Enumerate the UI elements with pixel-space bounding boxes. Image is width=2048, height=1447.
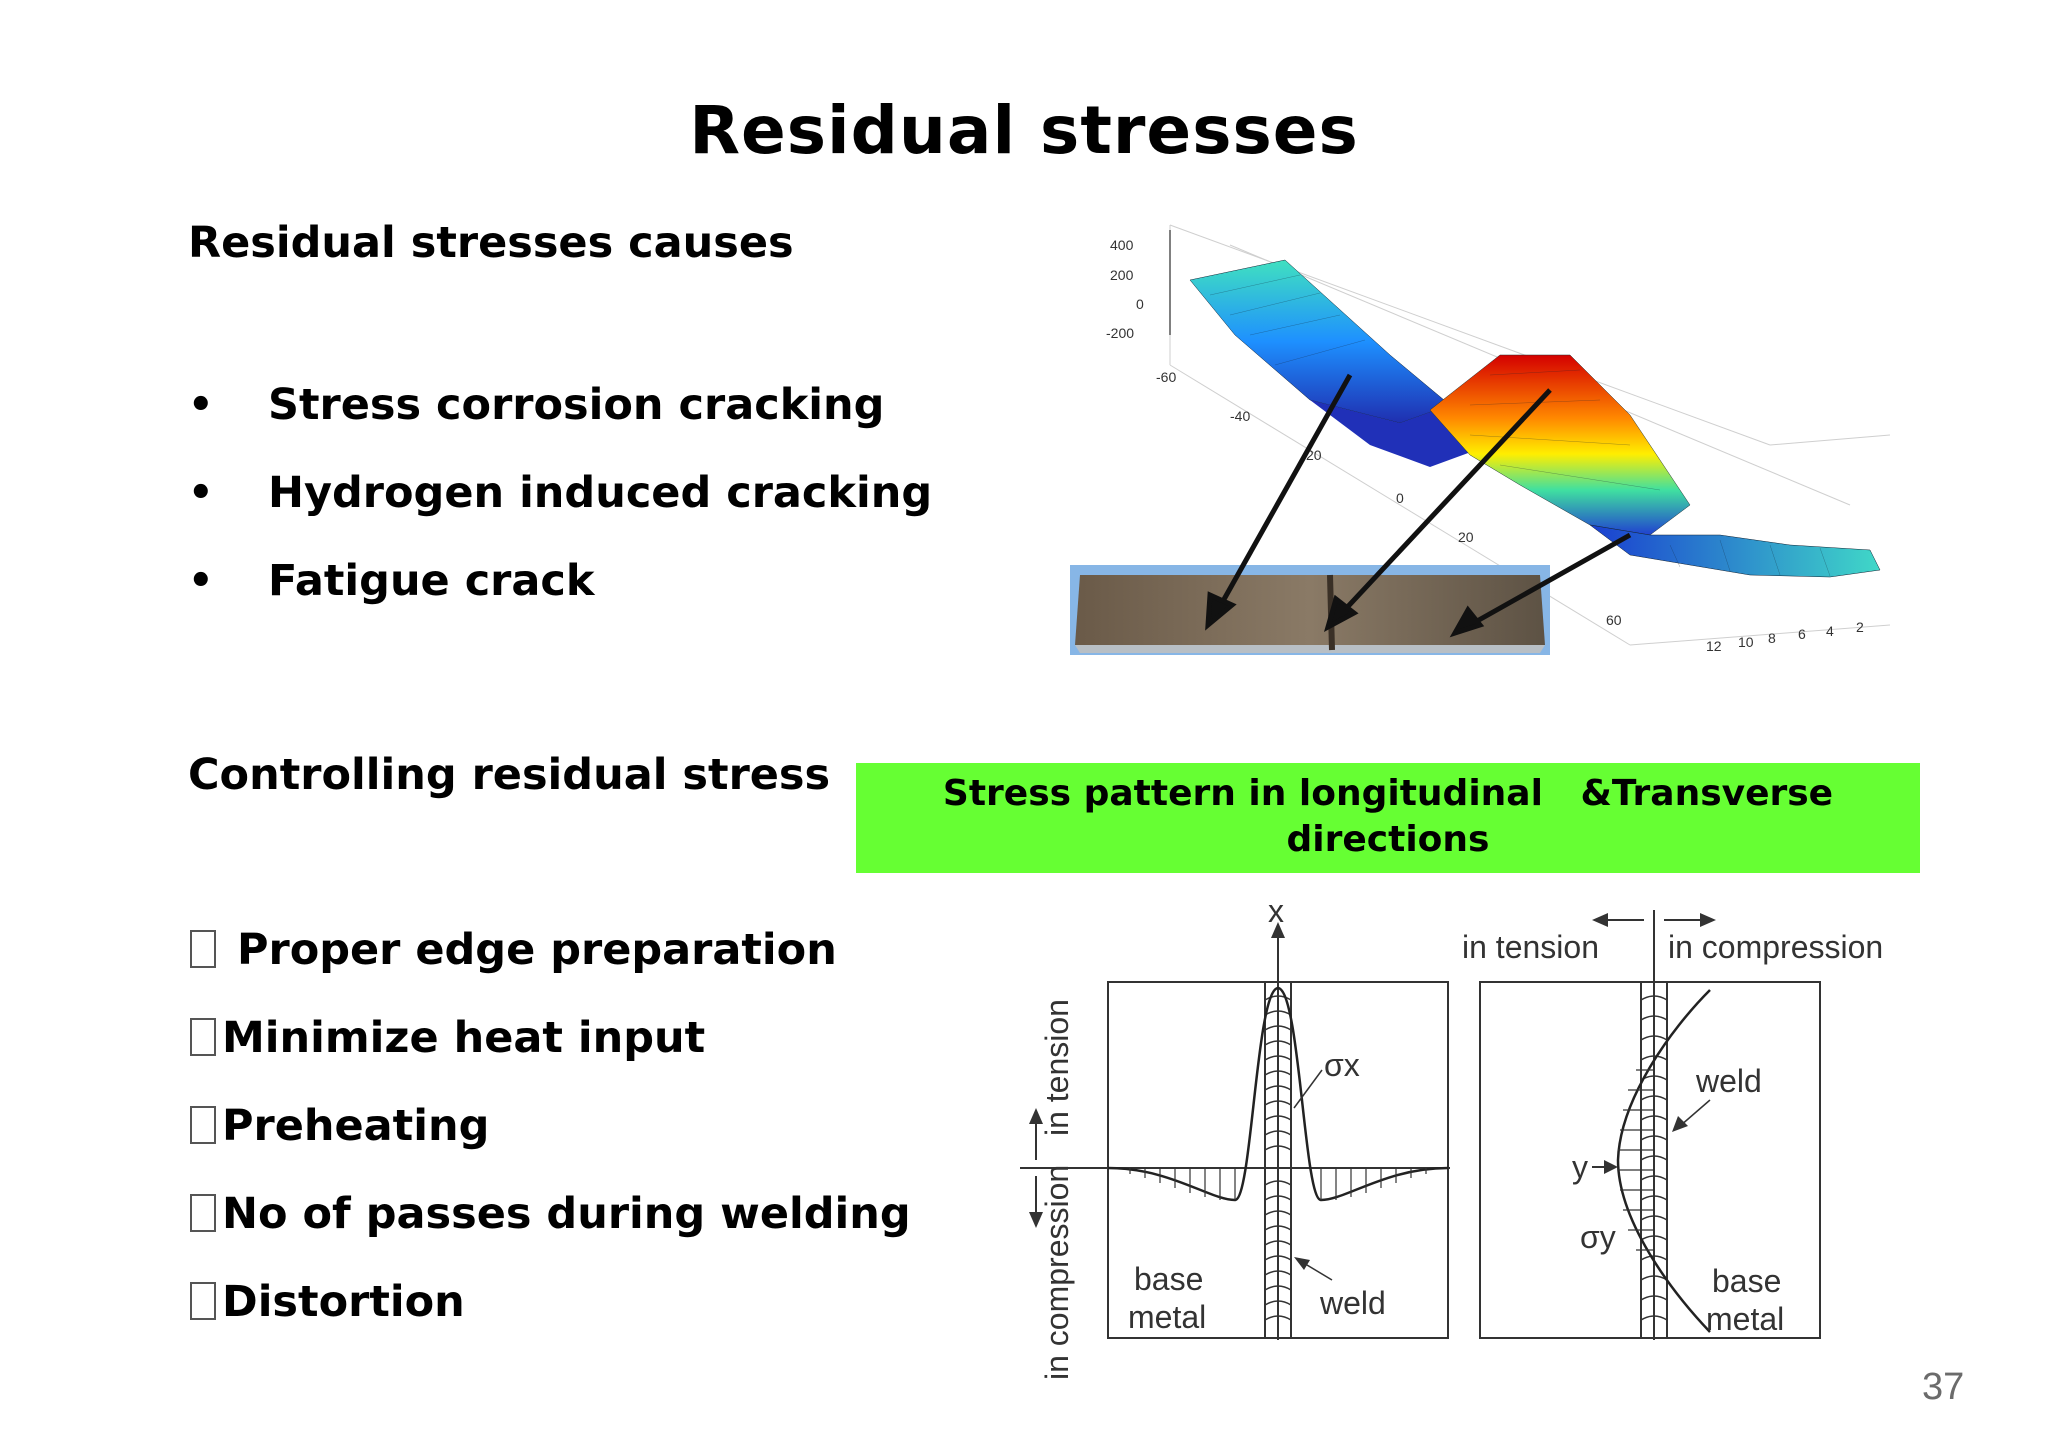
base-metal-label: metal — [1128, 1299, 1206, 1335]
z-tick: -200 — [1106, 325, 1134, 341]
list-item: Distortion — [190, 1272, 911, 1360]
in-compression-top-label: in compression — [1668, 929, 1883, 965]
banner-line-1: Stress pattern in longitudinal &Transver… — [942, 773, 1834, 814]
x-tick: 12 — [1706, 638, 1722, 654]
y-tick: 0 — [1396, 490, 1404, 506]
bullet-dot: • — [188, 558, 214, 604]
list-item: • Fatigue crack — [188, 551, 932, 639]
y-tick: 60 — [1606, 612, 1622, 628]
slide-title: Residual stresses — [689, 92, 1359, 169]
causes-list: • Stress corrosion cracking • Hydrogen ind… — [188, 375, 932, 639]
bullet-dot: • — [188, 382, 214, 428]
in-tension-top-label: in tension — [1462, 929, 1599, 965]
x-axis-label: x — [1268, 893, 1284, 929]
control-list: Proper edge preparation Minimize heat in… — [190, 920, 911, 1360]
bullet-dot: • — [188, 470, 214, 516]
checkbox-glyph-icon — [190, 930, 216, 968]
x-tick: 8 — [1768, 630, 1776, 646]
z-tick: 0 — [1136, 296, 1144, 312]
sigma-y-label: σy — [1580, 1219, 1616, 1255]
stress-distribution-diagram: x in tension in compression σx base meta… — [1020, 893, 1883, 1380]
in-compression-vertical-label: in compression — [1039, 1165, 1075, 1380]
base-metal-label: metal — [1706, 1301, 1784, 1337]
base-metal-label: base — [1712, 1263, 1781, 1299]
list-item: • Hydrogen induced cracking — [188, 463, 932, 551]
y-tick: -60 — [1156, 369, 1176, 385]
x-tick: 2 — [1856, 619, 1864, 635]
list-item-text: Minimize heat input — [222, 1013, 706, 1063]
list-item-text: Distortion — [222, 1277, 465, 1327]
page-number: 37 — [1922, 1366, 1965, 1408]
list-item: Preheating — [190, 1096, 911, 1184]
y-tick: -40 — [1230, 408, 1250, 424]
z-tick: 400 — [1110, 237, 1134, 253]
z-tick: 200 — [1110, 267, 1134, 283]
x-tick: 10 — [1738, 634, 1754, 650]
list-item-text: No of passes during welding — [222, 1189, 911, 1239]
checkbox-glyph-icon — [190, 1282, 216, 1320]
list-item: No of passes during welding — [190, 1184, 911, 1272]
sigma-x-label: σx — [1324, 1047, 1360, 1083]
list-item: • Stress corrosion cracking — [188, 375, 932, 463]
base-metal-label: base — [1134, 1261, 1203, 1297]
weld-label: weld — [1319, 1285, 1386, 1321]
residual-stress-surface-plot: 400 200 0 -200 -60 -40 20 0 20 60 12 10 … — [1070, 224, 1891, 655]
list-item: Proper edge preparation — [190, 920, 911, 1008]
checkbox-glyph-icon — [190, 1194, 216, 1232]
checkbox-glyph-icon — [190, 1106, 216, 1144]
weld-label: weld — [1695, 1063, 1762, 1099]
in-tension-vertical-label: in tension — [1039, 999, 1075, 1136]
x-tick: 6 — [1798, 626, 1806, 642]
checkbox-glyph-icon — [190, 1018, 216, 1056]
stress-pattern-banner: Stress pattern in longitudinal &Transver… — [856, 763, 1920, 873]
list-item: Minimize heat input — [190, 1008, 911, 1096]
list-item-text: Proper edge preparation — [222, 925, 837, 975]
control-heading: Controlling residual stress — [188, 750, 831, 800]
y-tick: 20 — [1458, 529, 1474, 545]
y-label: y — [1572, 1149, 1588, 1185]
list-item-text: Hydrogen induced cracking — [268, 468, 933, 518]
causes-heading: Residual stresses causes — [188, 218, 794, 268]
x-tick: 4 — [1826, 623, 1834, 639]
list-item-text: Preheating — [222, 1101, 490, 1151]
list-item-text: Fatigue crack — [268, 556, 595, 606]
banner-line-2: directions — [1286, 819, 1490, 860]
list-item-text: Stress corrosion cracking — [268, 380, 885, 430]
